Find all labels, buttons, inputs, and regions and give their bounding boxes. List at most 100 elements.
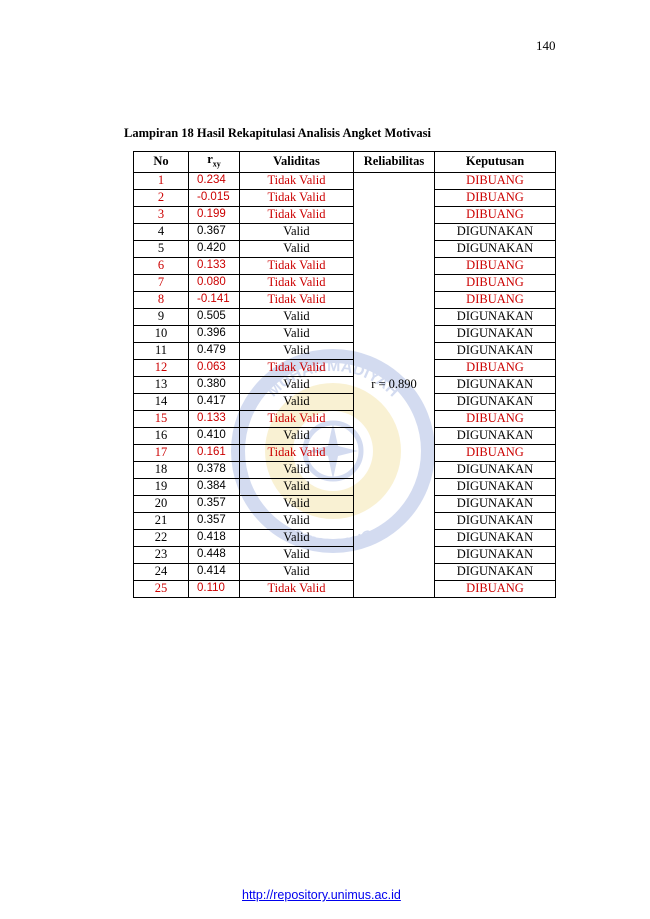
cell-validitas: Valid: [239, 545, 354, 564]
table-header-row: No rxy Validitas Reliabilitas Keputusan: [133, 151, 556, 173]
cell-validitas: Tidak Valid: [239, 358, 354, 377]
cell-validitas: Tidak Valid: [239, 579, 354, 598]
cell-validitas: Tidak Valid: [239, 409, 354, 428]
cell-rxy: 0.080: [188, 273, 240, 292]
cell-keputusan: DIGUNAKAN: [434, 307, 556, 326]
header-validitas: Validitas: [239, 151, 354, 173]
cell-no: 15: [133, 409, 189, 428]
cell-keputusan: DIGUNAKAN: [434, 562, 556, 581]
cell-rxy: 0.417: [188, 392, 240, 411]
cell-no: 1: [133, 171, 189, 190]
cell-keputusan: DIGUNAKAN: [434, 494, 556, 513]
cell-keputusan: DIBUANG: [434, 443, 556, 462]
cell-validitas: Tidak Valid: [239, 188, 354, 207]
cell-no: 7: [133, 273, 189, 292]
cell-keputusan: DIBUANG: [434, 409, 556, 428]
cell-rxy: 0.414: [188, 562, 240, 581]
cell-no: 8: [133, 290, 189, 309]
cell-keputusan: DIBUANG: [434, 256, 556, 275]
cell-keputusan: DIBUANG: [434, 188, 556, 207]
cell-no: 12: [133, 358, 189, 377]
cell-rxy: 0.063: [188, 358, 240, 377]
cell-keputusan: DIGUNAKAN: [434, 341, 556, 360]
cell-validitas: Tidak Valid: [239, 256, 354, 275]
header-no: No: [133, 151, 189, 173]
cell-no: 14: [133, 392, 189, 411]
cell-no: 20: [133, 494, 189, 513]
cell-no: 24: [133, 562, 189, 581]
cell-validitas: Valid: [239, 307, 354, 326]
cell-rxy: 0.234: [188, 171, 240, 190]
cell-rxy: 0.448: [188, 545, 240, 564]
cell-keputusan: DIGUNAKAN: [434, 477, 556, 496]
cell-keputusan: DIBUANG: [434, 205, 556, 224]
cell-no: 17: [133, 443, 189, 462]
cell-no: 5: [133, 239, 189, 258]
cell-rxy: 0.133: [188, 409, 240, 428]
cell-no: 10: [133, 324, 189, 343]
cell-validitas: Tidak Valid: [239, 205, 354, 224]
cell-validitas: Valid: [239, 460, 354, 479]
cell-keputusan: DIGUNAKAN: [434, 392, 556, 411]
cell-keputusan: DIGUNAKAN: [434, 426, 556, 445]
header-rxy-sub: xy: [212, 159, 221, 169]
cell-rxy: 0.133: [188, 256, 240, 275]
cell-reliabilitas: r = 0.890: [353, 171, 435, 598]
cell-no: 3: [133, 205, 189, 224]
cell-keputusan: DIBUANG: [434, 358, 556, 377]
repository-link[interactable]: http://repository.unimus.ac.id: [242, 888, 401, 902]
cell-validitas: Valid: [239, 426, 354, 445]
cell-keputusan: DIGUNAKAN: [434, 222, 556, 241]
cell-rxy: -0.141: [188, 290, 240, 309]
cell-validitas: Valid: [239, 341, 354, 360]
cell-keputusan: DIGUNAKAN: [434, 375, 556, 394]
cell-rxy: 0.479: [188, 341, 240, 360]
cell-no: 2: [133, 188, 189, 207]
cell-no: 19: [133, 477, 189, 496]
cell-validitas: Valid: [239, 562, 354, 581]
cell-rxy: 0.367: [188, 222, 240, 241]
cell-validitas: Valid: [239, 477, 354, 496]
cell-validitas: Tidak Valid: [239, 273, 354, 292]
cell-no: 16: [133, 426, 189, 445]
cell-validitas: Valid: [239, 375, 354, 394]
cell-rxy: 0.357: [188, 511, 240, 530]
cell-no: 13: [133, 375, 189, 394]
cell-keputusan: DIGUNAKAN: [434, 528, 556, 547]
page-number: 140: [536, 38, 556, 53]
cell-keputusan: DIBUANG: [434, 273, 556, 292]
cell-validitas: Valid: [239, 392, 354, 411]
item-analysis-table: No rxy Validitas Reliabilitas Keputusan …: [133, 151, 556, 598]
cell-rxy: 0.199: [188, 205, 240, 224]
cell-rxy: 0.410: [188, 426, 240, 445]
cell-no: 23: [133, 545, 189, 564]
cell-rxy: 0.384: [188, 477, 240, 496]
cell-no: 4: [133, 222, 189, 241]
cell-rxy: -0.015: [188, 188, 240, 207]
cell-no: 21: [133, 511, 189, 530]
cell-rxy: 0.357: [188, 494, 240, 513]
table-caption: Lampiran 18 Hasil Rekapitulasi Analisis …: [124, 126, 431, 140]
cell-no: 22: [133, 528, 189, 547]
header-rxy-main: r: [207, 152, 213, 166]
cell-rxy: 0.378: [188, 460, 240, 479]
cell-keputusan: DIGUNAKAN: [434, 239, 556, 258]
cell-no: 11: [133, 341, 189, 360]
